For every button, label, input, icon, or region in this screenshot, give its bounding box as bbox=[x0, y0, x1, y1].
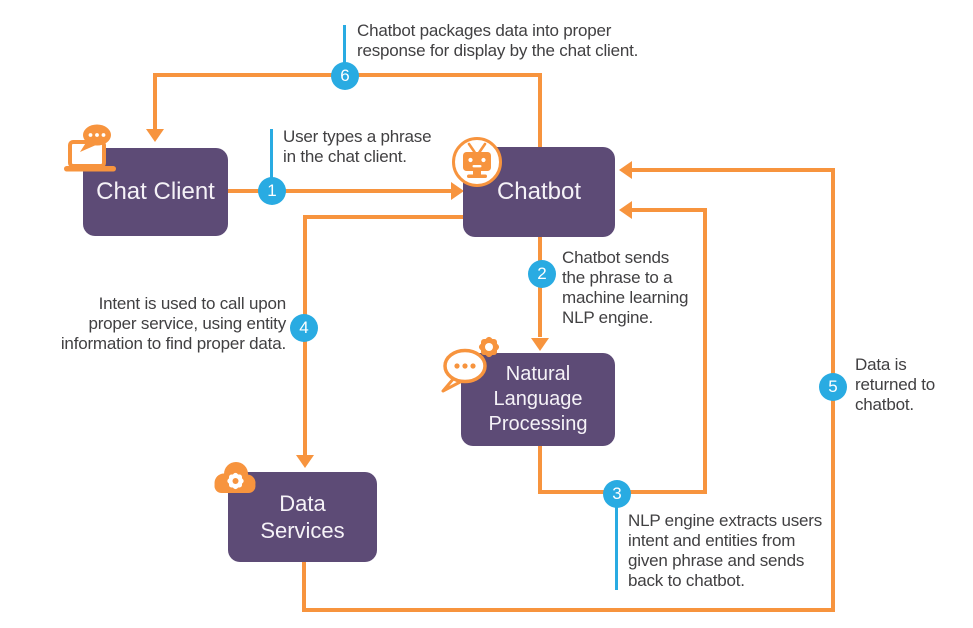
flow-line-3-horiz-top bbox=[632, 208, 707, 212]
annotation-step-5-line2: returned to bbox=[855, 375, 936, 394]
annotation-step-2-line3: machine learning bbox=[562, 288, 689, 307]
node-chat-client-label: Chat Client bbox=[96, 178, 215, 206]
annotation-step-5-line3: chatbot. bbox=[855, 395, 914, 414]
step-badge-6-number: 6 bbox=[340, 66, 350, 85]
flow-line-5-vert-from-data-services bbox=[302, 560, 306, 612]
step-badge-3: 3 bbox=[603, 480, 631, 508]
callout-stem-3 bbox=[615, 506, 618, 590]
annotation-step-4-line3: information to find proper data. bbox=[60, 334, 286, 353]
laptop-chat-bubble-icon bbox=[64, 124, 116, 172]
annotation-step-5-line1: Data is bbox=[855, 355, 907, 374]
annotation-step-3: NLP engine extracts users intent and ent… bbox=[628, 511, 822, 591]
flow-line-4-horiz bbox=[303, 215, 463, 219]
callout-stem-1 bbox=[270, 129, 273, 179]
annotation-step-4: Intent is used to call upon proper servi… bbox=[40, 294, 286, 354]
callout-stem-6 bbox=[343, 25, 346, 65]
speech-bubble-gear-icon bbox=[441, 336, 500, 393]
step-badge-2: 2 bbox=[528, 260, 556, 288]
annotation-step-3-line1: NLP engine extracts users bbox=[628, 511, 823, 530]
step-badge-5: 5 bbox=[819, 373, 847, 401]
node-data-services-label-line2: Services bbox=[260, 518, 345, 543]
annotation-step-1-line2: in the chat client. bbox=[283, 147, 407, 166]
node-chatbot-label: Chatbot bbox=[496, 178, 582, 206]
step-badge-4-number: 4 bbox=[299, 318, 309, 337]
annotation-step-3-line2: intent and entities from bbox=[628, 531, 796, 550]
robot-tv-icon bbox=[452, 137, 502, 187]
flow-line-5-horiz-top bbox=[632, 168, 835, 172]
step-badge-1-number: 1 bbox=[267, 181, 277, 200]
flow-line-1-horiz bbox=[228, 189, 452, 193]
arrowhead-4-into-data-services bbox=[296, 455, 314, 468]
annotation-step-4-line2: proper service, using entity bbox=[88, 314, 286, 333]
node-data-services-label-line1: Data bbox=[279, 490, 326, 516]
step-badge-2-number: 2 bbox=[537, 264, 547, 283]
annotation-step-1: User types a phrase in the chat client. bbox=[283, 127, 432, 167]
flow-line-5-horiz-bottom bbox=[302, 608, 835, 612]
flow-line-3-vert-up bbox=[703, 208, 707, 494]
annotation-step-6: Chatbot packages data into proper respon… bbox=[357, 21, 638, 61]
annotation-step-1-line1: User types a phrase bbox=[283, 127, 432, 146]
annotation-step-6-line1: Chatbot packages data into proper bbox=[357, 21, 612, 40]
annotation-step-2-line2: the phrase to a bbox=[562, 268, 673, 287]
arrowhead-6-into-chat-client bbox=[146, 129, 164, 142]
arrowhead-5-into-chatbot bbox=[619, 161, 632, 179]
node-nlp-label-line2: Language bbox=[493, 388, 583, 410]
arrowhead-3-into-chatbot bbox=[619, 201, 632, 219]
step-badge-3-number: 3 bbox=[612, 484, 622, 503]
node-nlp-label-line3: Processing bbox=[488, 413, 588, 435]
annotation-step-3-line3: given phrase and sends bbox=[628, 551, 805, 570]
arrowhead-2-into-nlp bbox=[531, 338, 549, 351]
annotation-step-2-line1: Chatbot sends bbox=[562, 248, 670, 267]
annotation-step-3-line4: back to chatbot. bbox=[628, 571, 745, 590]
step-badge-1: 1 bbox=[258, 177, 286, 205]
node-data-services: Data Services bbox=[228, 472, 377, 562]
step-badge-4: 4 bbox=[290, 314, 318, 342]
step-badge-5-number: 5 bbox=[828, 377, 838, 396]
step-badge-6: 6 bbox=[331, 62, 359, 90]
node-natural-language-processing: Natural Language Processing bbox=[461, 353, 615, 446]
annotation-step-2: Chatbot sends the phrase to a machine le… bbox=[562, 248, 688, 328]
annotation-step-2-line4: NLP engine. bbox=[562, 308, 654, 327]
flow-line-6-vert-from-chatbot bbox=[538, 74, 542, 147]
node-chat-client: Chat Client bbox=[83, 148, 228, 236]
flow-line-3-vert-from-nlp bbox=[538, 444, 542, 492]
cloud-gear-icon bbox=[214, 462, 256, 493]
arrowhead-1-into-chatbot bbox=[451, 182, 464, 200]
annotation-step-4-line1: Intent is used to call upon bbox=[98, 294, 287, 313]
flow-line-6-vert-to-chatclient bbox=[153, 73, 157, 130]
annotation-step-5: Data is returned to chatbot. bbox=[855, 355, 935, 415]
node-nlp-label-line1: Natural bbox=[505, 363, 571, 385]
annotation-step-6-line2: response for display by the chat client. bbox=[357, 41, 639, 60]
